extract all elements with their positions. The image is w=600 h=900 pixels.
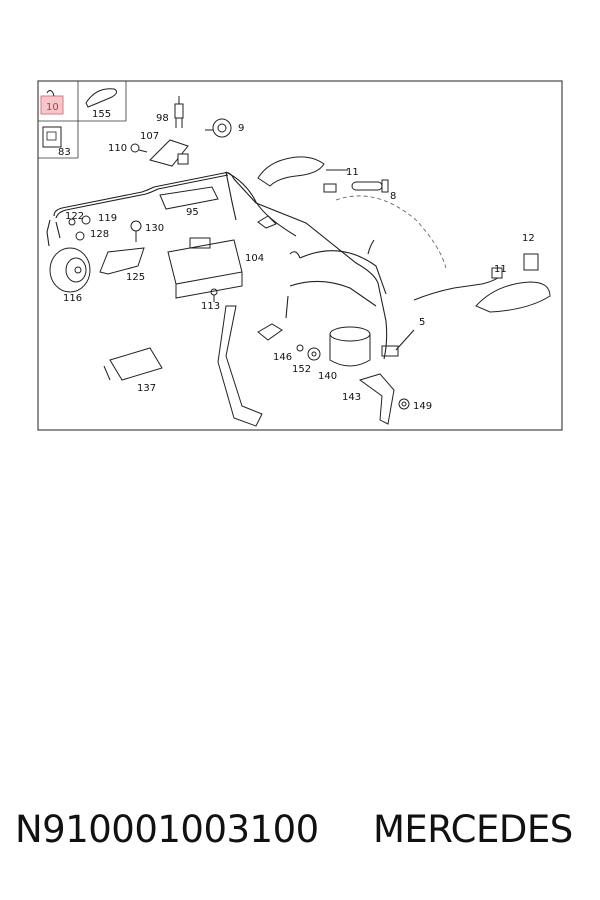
callout-128: 128 [90, 229, 109, 240]
part-137-module[interactable] [103, 347, 163, 381]
part-116-horn[interactable] [49, 247, 91, 293]
wiring-harness [46, 171, 503, 360]
callout-11-lower: 11 [494, 264, 507, 275]
part-107-plug[interactable] [177, 153, 189, 165]
part-155-strap[interactable] [85, 88, 118, 108]
callout-143: 143 [342, 392, 361, 403]
part-10-clip[interactable] [46, 90, 55, 97]
callout-104: 104 [245, 253, 264, 264]
part-11-handle-upper[interactable] [257, 156, 325, 187]
brand-name: MERCEDES [373, 808, 573, 851]
inset-boxes [38, 81, 127, 159]
part-95-panel[interactable] [159, 186, 219, 210]
callout-12: 12 [522, 233, 535, 244]
part-140-cylinder[interactable] [329, 326, 371, 367]
highlight-box-10[interactable] [40, 95, 64, 115]
pedal-switch[interactable] [257, 323, 283, 341]
part-130-screw[interactable] [130, 220, 142, 242]
small-connector[interactable] [257, 215, 277, 229]
part-107-bracket[interactable] [149, 139, 189, 167]
part-11-handle-lower[interactable] [475, 281, 551, 313]
callout-98: 98 [156, 113, 169, 124]
callout-137: 137 [137, 383, 156, 394]
callout-11-upper: 11 [346, 167, 359, 178]
connector-140[interactable] [381, 345, 399, 357]
callout-119: 119 [98, 213, 117, 224]
callout-149: 149 [413, 401, 432, 412]
part-9-connector[interactable] [205, 118, 232, 138]
callout-83: 83 [58, 147, 71, 158]
callout-122: 122 [65, 211, 84, 222]
part-104-control-unit[interactable] [167, 237, 243, 299]
callout-130: 130 [145, 223, 164, 234]
part-113-pin[interactable] [210, 288, 218, 302]
callout-8: 8 [390, 191, 396, 202]
diagram-frame [37, 80, 563, 431]
part-110-screw[interactable] [130, 143, 148, 153]
part-83-holder[interactable] [42, 126, 62, 148]
part-149-nut[interactable] [398, 398, 410, 410]
callout-110: 110 [108, 143, 127, 154]
part-12[interactable] [523, 253, 539, 271]
callout-10: 10 [46, 102, 59, 113]
part-98-switch[interactable] [174, 96, 184, 128]
pedal[interactable] [217, 305, 263, 427]
part-8-bulb[interactable] [351, 179, 389, 193]
callout-95: 95 [186, 207, 199, 218]
part-number: N910001003100 [15, 808, 319, 851]
parts-146-152[interactable] [296, 344, 321, 361]
callout-140: 140 [318, 371, 337, 382]
callout-152: 152 [292, 364, 311, 375]
callout-146: 146 [273, 352, 292, 363]
callout-113: 113 [201, 301, 220, 312]
part-125-bracket[interactable] [99, 247, 145, 275]
part-143-bracket[interactable] [358, 373, 395, 425]
callout-9: 9 [238, 123, 244, 134]
callout-125: 125 [126, 272, 145, 283]
callout-5: 5 [419, 317, 425, 328]
callout-107: 107 [140, 131, 159, 142]
parts-122-119-128[interactable] [68, 215, 91, 241]
dashboard-outline [335, 195, 447, 269]
callout-116: 116 [63, 293, 82, 304]
callout-155: 155 [92, 109, 111, 120]
